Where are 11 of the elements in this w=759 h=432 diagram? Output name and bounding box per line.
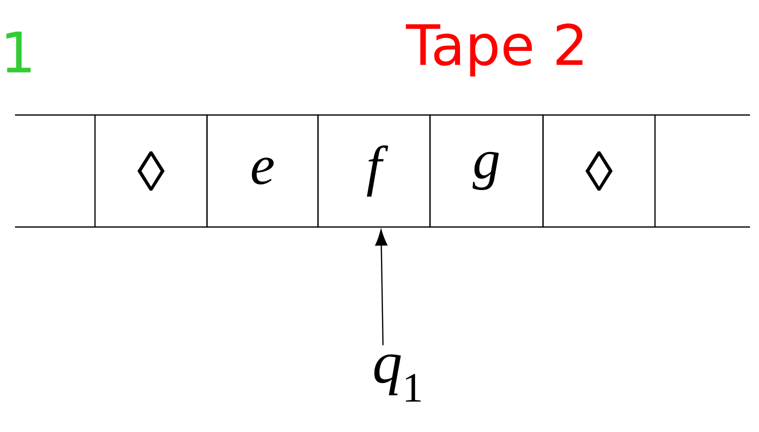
tape-end-cell <box>15 114 95 228</box>
tape-cell: f <box>317 114 431 228</box>
tape-cell: ◊ <box>94 114 208 228</box>
tape-label: 1 <box>6 32 31 72</box>
tape-end-cell <box>655 114 750 228</box>
tape-label: Tape 2 <box>406 24 582 76</box>
state-label: q$_{1}$ <box>374 354 421 402</box>
tape-cell: ◊ <box>542 114 656 228</box>
arrow <box>375 230 388 346</box>
tape-cell: e <box>206 114 319 228</box>
tape-cell: g <box>429 114 544 228</box>
